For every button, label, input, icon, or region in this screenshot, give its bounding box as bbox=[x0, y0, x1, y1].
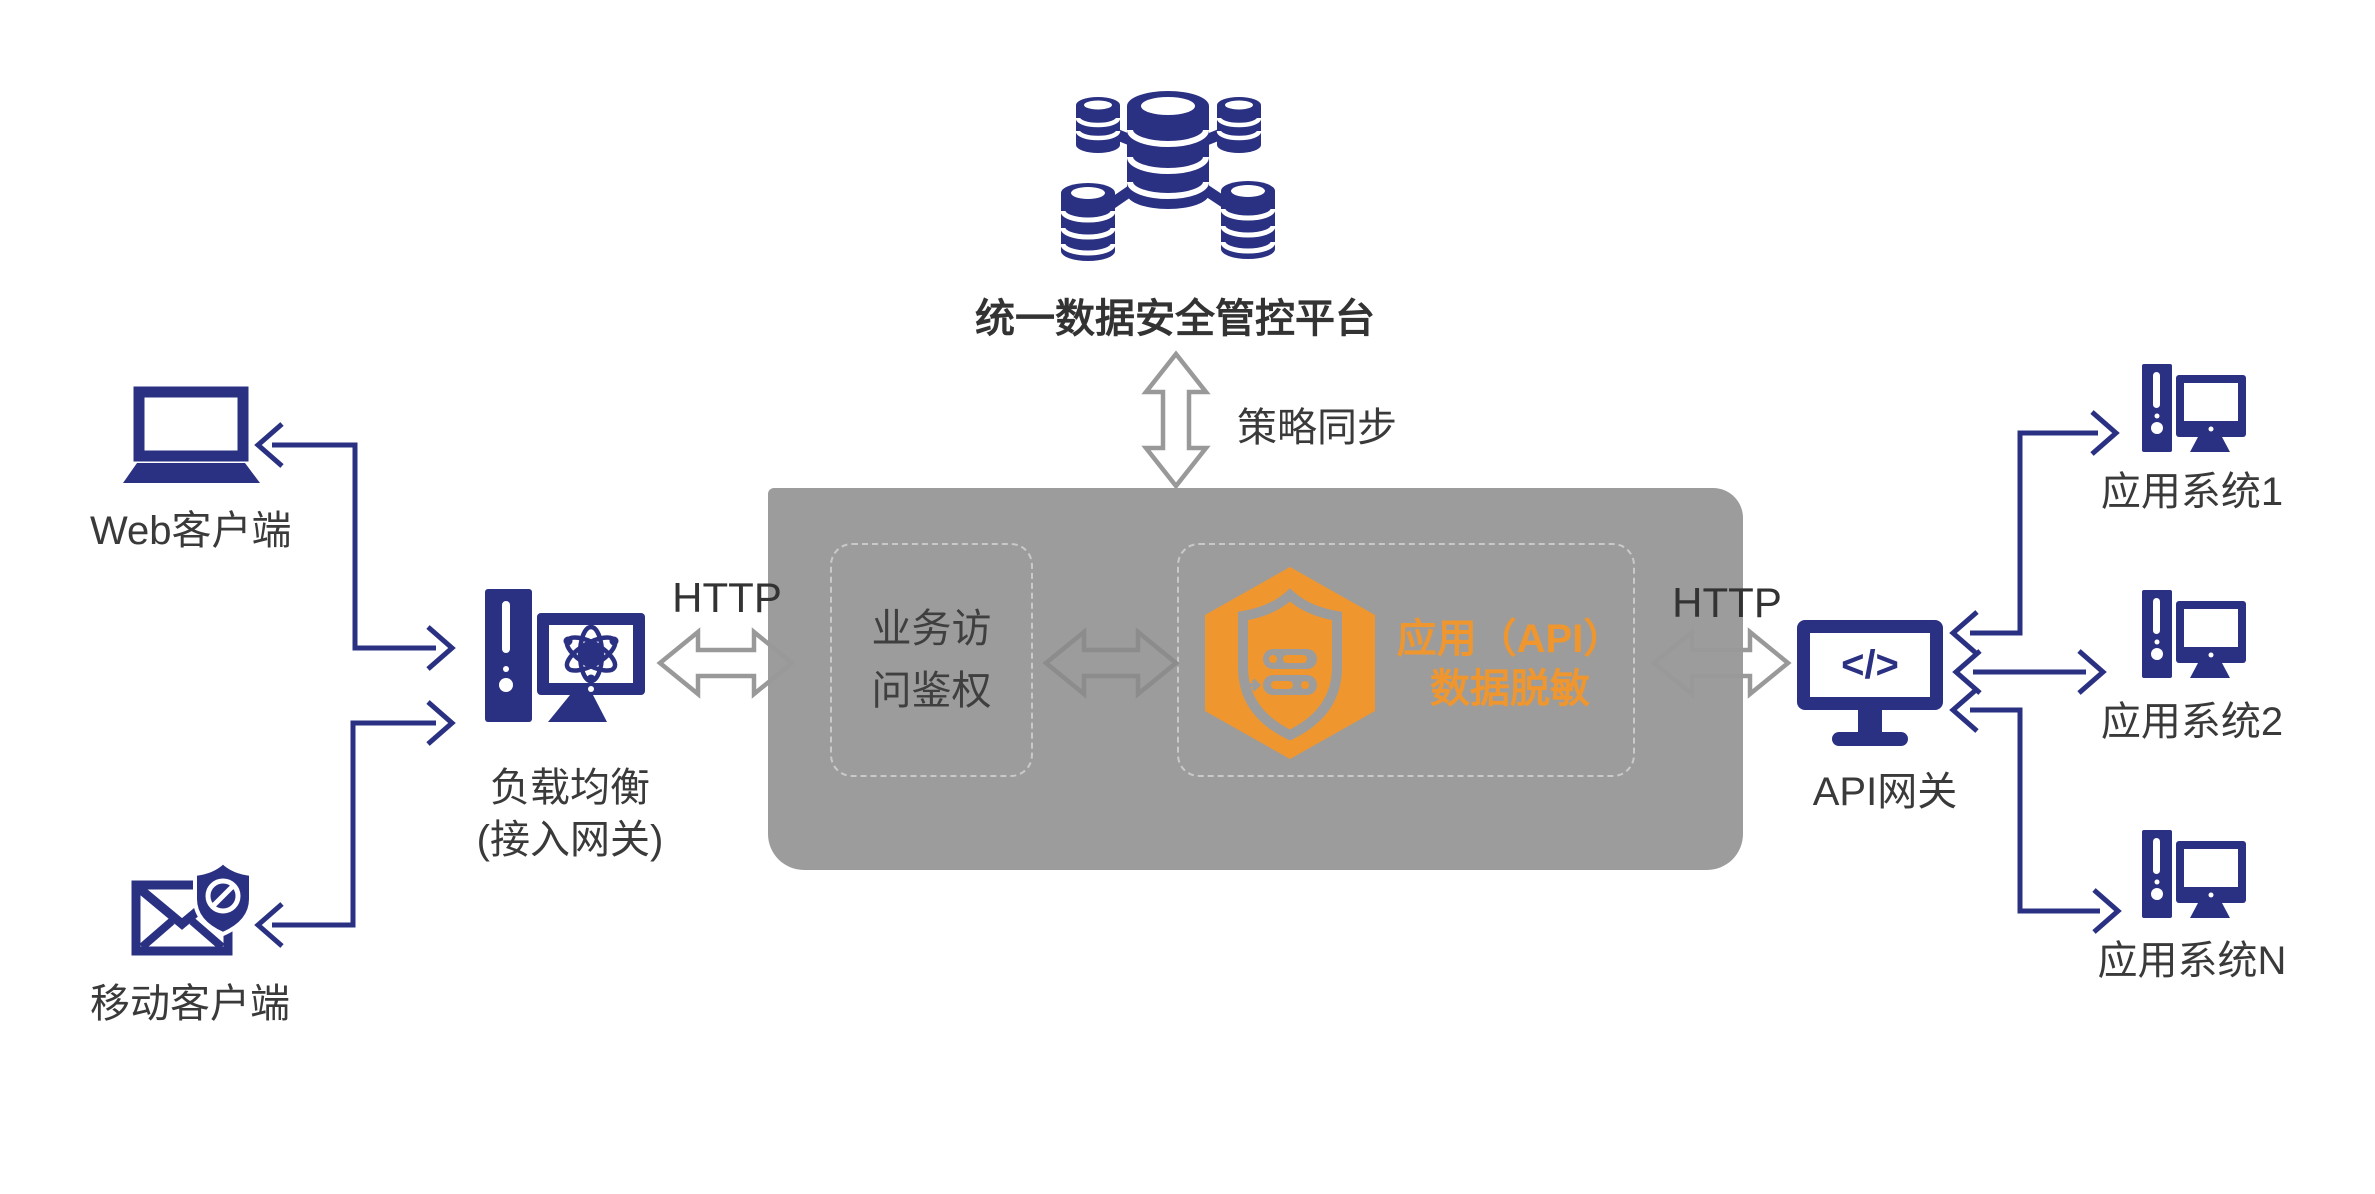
app1-connector bbox=[1949, 410, 2120, 656]
load-balancer-label-line1: 负载均衡 bbox=[490, 766, 650, 810]
app-system-1-label: 应用系统1 bbox=[2100, 470, 2284, 514]
app-system-1-computer-icon bbox=[2142, 364, 2246, 452]
http-label-right: HTTP bbox=[1672, 579, 1782, 626]
policy-sync-label: 策略同步 bbox=[1237, 406, 1397, 450]
auth-label-line2: 问鉴权 bbox=[871, 669, 992, 713]
masking-label-line1: 应用（API） bbox=[1396, 617, 1624, 661]
auth-label-line1: 业务访 bbox=[871, 607, 992, 651]
api-gateway-icon: </> bbox=[1797, 620, 1943, 746]
app-system-2-label: 应用系统2 bbox=[2100, 700, 2284, 744]
masking-label: 应用（API） 数据脱敏 bbox=[1380, 614, 1640, 714]
database-cluster-icon bbox=[1060, 91, 1276, 261]
hexagon-shield-icon bbox=[1205, 567, 1375, 759]
load-balancer-icon bbox=[485, 589, 645, 722]
load-balancer-label: 负载均衡 (接入网关) bbox=[450, 762, 690, 866]
mail-shield-icon bbox=[131, 859, 253, 956]
auth-box: 业务访 问鉴权 bbox=[830, 543, 1033, 777]
app-system-2-computer-icon bbox=[2142, 590, 2246, 678]
web-client-label: Web客户端 bbox=[90, 509, 292, 553]
mobile-client-connector bbox=[254, 700, 456, 948]
policy-sync-arrow bbox=[1141, 350, 1211, 490]
app2-connector bbox=[1952, 649, 2107, 695]
load-balancer-label-line2: (接入网关) bbox=[476, 818, 664, 862]
mobile-client-label: 移动客户端 bbox=[90, 982, 290, 1026]
app-system-n-computer-icon bbox=[2142, 830, 2246, 918]
masking-label-line2: 数据脱敏 bbox=[1430, 667, 1590, 711]
api-gateway-label: API网关 bbox=[1812, 770, 1958, 814]
platform-title: 统一数据安全管控平台 bbox=[975, 297, 1375, 341]
laptop-icon bbox=[123, 386, 260, 483]
app-system-n-label: 应用系统N bbox=[2097, 939, 2287, 983]
http-label-left: HTTP bbox=[672, 574, 782, 621]
code-glyph: </> bbox=[1841, 643, 1899, 687]
